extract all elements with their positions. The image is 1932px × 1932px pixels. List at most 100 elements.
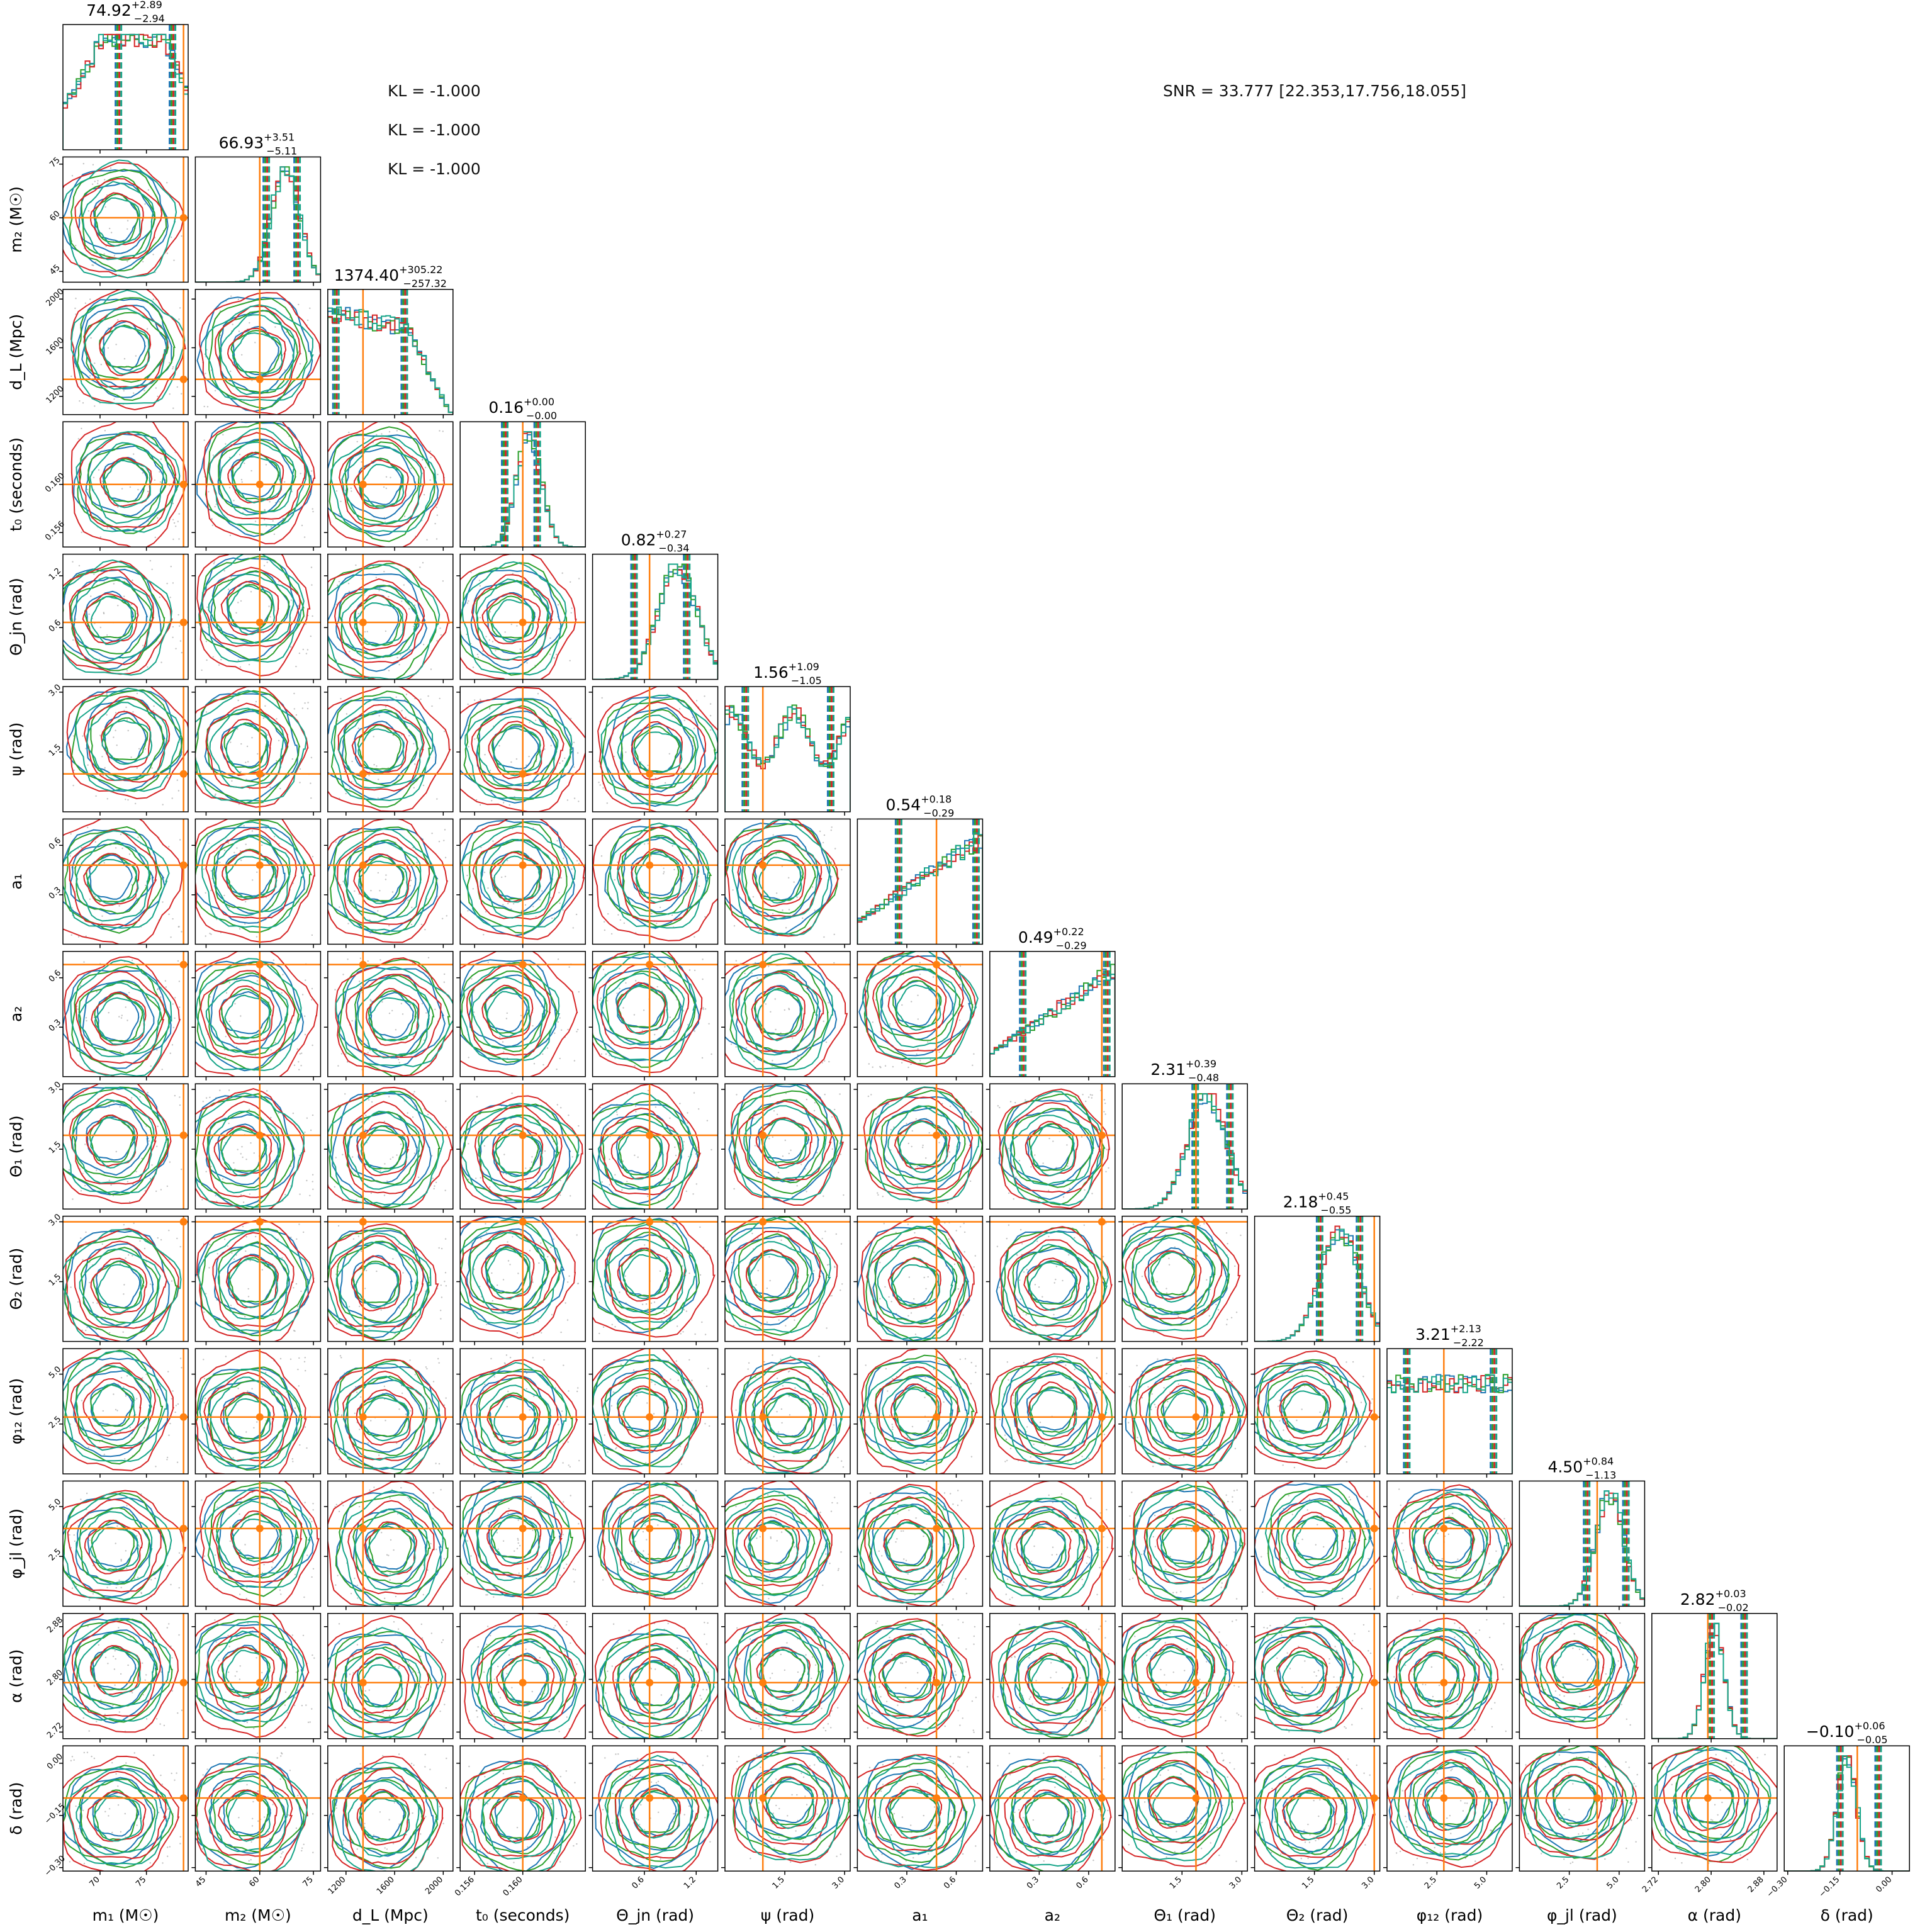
sample-point <box>369 999 371 1001</box>
y-tick-label: 0.6 <box>47 836 63 851</box>
sample-point <box>1128 1422 1130 1424</box>
sample-point <box>335 1584 337 1586</box>
sample-point <box>929 1059 931 1060</box>
sample-point <box>487 962 489 963</box>
contour-line <box>201 554 305 663</box>
sample-point <box>572 927 574 929</box>
sample-point <box>335 604 337 605</box>
sample-point <box>819 830 821 833</box>
sample-point <box>474 1403 476 1406</box>
sample-point <box>157 1125 159 1128</box>
contour-line <box>63 162 184 279</box>
sample-point <box>825 1553 827 1555</box>
sample-point <box>665 782 666 784</box>
contour-line <box>752 850 806 907</box>
contour-line <box>212 570 290 644</box>
sample-point <box>376 434 378 435</box>
sample-point <box>173 522 176 524</box>
histogram-title: 66.93+3.51−5.11 <box>219 131 298 157</box>
sample-point <box>562 909 564 911</box>
sample-point <box>435 538 438 540</box>
sample-point <box>201 1199 203 1201</box>
sample-point <box>559 1057 561 1060</box>
sample-point <box>444 1238 447 1240</box>
sample-point <box>1133 1400 1135 1401</box>
sample-point <box>470 1555 472 1557</box>
sample-point <box>641 1030 643 1032</box>
contour-line <box>356 1389 413 1446</box>
contour-line <box>327 687 451 812</box>
sample-point <box>388 670 390 671</box>
sample-point <box>622 1160 624 1162</box>
sample-point <box>870 1094 872 1096</box>
sample-point <box>1226 1323 1228 1325</box>
sample-point <box>840 1551 842 1553</box>
sample-point <box>520 1014 522 1017</box>
panel-frame <box>327 951 454 1077</box>
sample-point <box>133 453 135 455</box>
sample-point <box>350 487 352 489</box>
sample-point <box>272 520 274 522</box>
sample-point <box>630 1510 632 1512</box>
sample-point <box>647 843 649 845</box>
sample-point <box>222 1178 224 1180</box>
sample-point <box>337 584 339 587</box>
sample-point <box>654 1106 657 1108</box>
sample-point <box>1038 1598 1040 1600</box>
sample-point <box>402 1272 404 1274</box>
sample-point <box>480 1177 481 1179</box>
sample-point <box>335 1323 338 1325</box>
sample-point <box>947 1202 949 1204</box>
sample-point <box>138 748 140 750</box>
contour-line <box>754 851 802 901</box>
sample-point <box>80 1237 82 1239</box>
sample-point <box>1217 1309 1220 1311</box>
contour-panel-m2-a2 <box>191 951 322 1081</box>
panel-frame <box>194 553 322 680</box>
sample-point <box>383 571 385 573</box>
sample-point <box>1169 1457 1171 1459</box>
sample-point <box>426 539 428 541</box>
sample-point <box>1081 1456 1083 1457</box>
sample-point <box>502 802 505 804</box>
sample-point <box>96 1302 98 1304</box>
contour-line <box>463 699 573 801</box>
contour-line <box>1017 1244 1089 1326</box>
sample-point <box>510 908 512 910</box>
contour-line <box>74 177 163 259</box>
sample-point <box>361 461 362 463</box>
contour-panel-m2-psi <box>191 686 322 816</box>
sample-point <box>1044 1444 1046 1446</box>
contour-line <box>327 1091 444 1206</box>
contour-line <box>478 1115 558 1193</box>
sample-point <box>495 649 497 652</box>
sample-point <box>340 1414 343 1416</box>
sample-point <box>694 969 696 972</box>
sample-point <box>823 1020 824 1023</box>
sample-point <box>790 1247 792 1249</box>
sample-point <box>139 1240 141 1242</box>
sample-point <box>294 1330 296 1332</box>
sample-point <box>507 1241 508 1243</box>
contour-line <box>1279 1381 1332 1439</box>
sample-point <box>504 1452 506 1454</box>
sample-point <box>102 1410 104 1412</box>
sample-point <box>1096 1357 1098 1359</box>
sample-point <box>907 1066 909 1069</box>
sample-point <box>181 1367 183 1369</box>
contour-line <box>1254 1361 1368 1459</box>
sample-point <box>77 438 80 440</box>
sample-point <box>174 1411 176 1413</box>
sample-point <box>311 987 313 990</box>
sample-point <box>558 1424 559 1425</box>
sample-point <box>149 1177 152 1180</box>
sample-point <box>71 907 73 909</box>
sample-point <box>306 319 309 322</box>
sample-point <box>680 1446 682 1447</box>
sample-point <box>557 1021 559 1023</box>
contour-line <box>209 707 284 789</box>
sample-point <box>312 1174 314 1176</box>
sample-point <box>118 1016 120 1018</box>
sample-point <box>370 1000 372 1002</box>
sample-point <box>821 1126 823 1128</box>
